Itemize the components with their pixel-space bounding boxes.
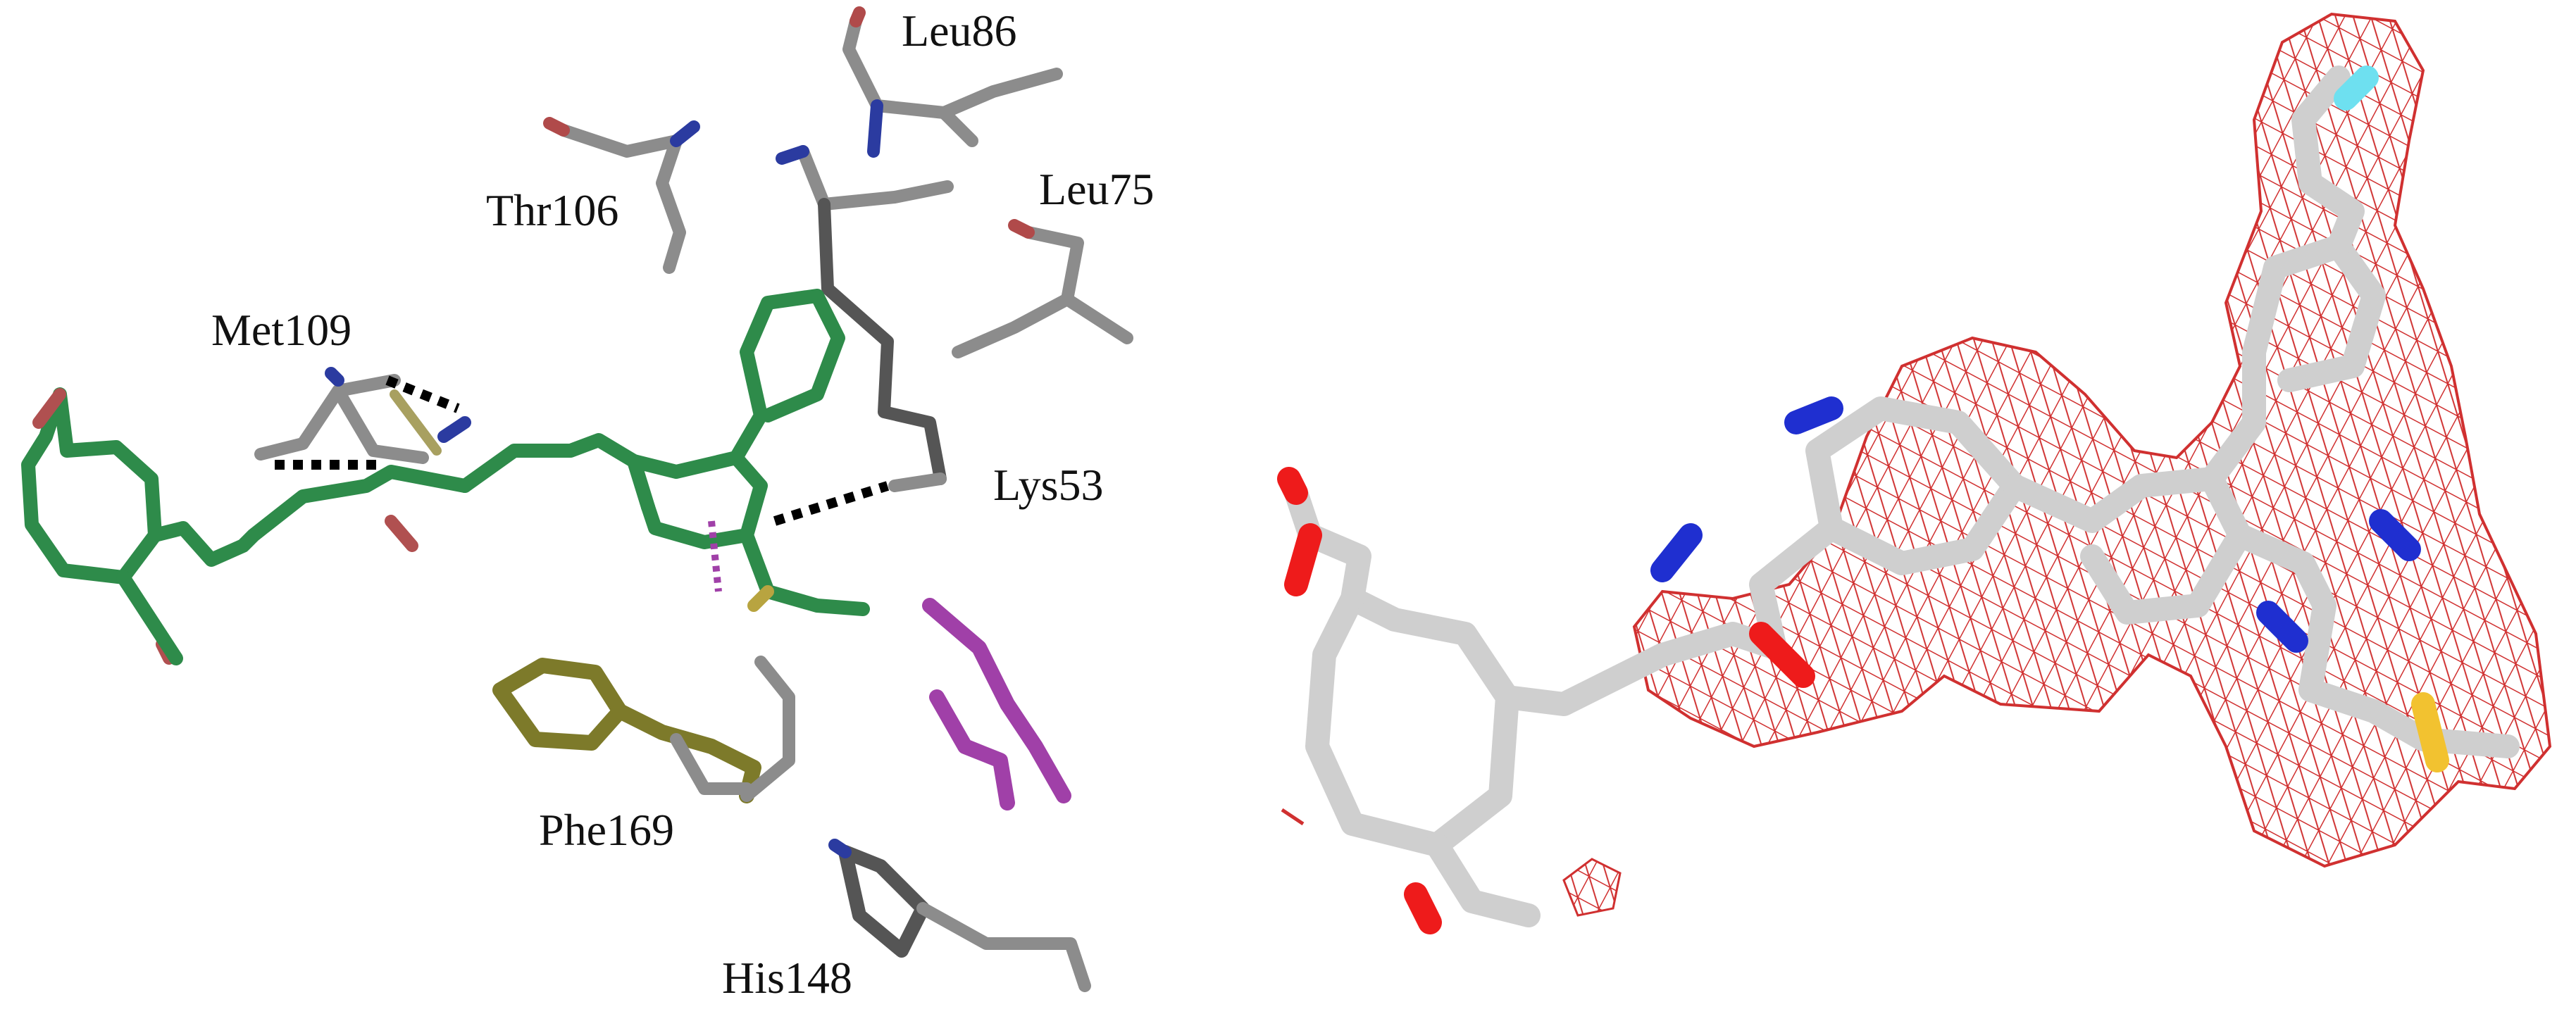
- residue-his148-sticks: [828, 839, 1091, 992]
- label-met109: Met109: [211, 305, 351, 355]
- residue-phe169-sticks: [492, 656, 795, 803]
- ligand-sticks: [21, 289, 870, 665]
- hydrogen-bonds: [275, 375, 890, 526]
- residue-leu75-sticks: [952, 219, 1133, 358]
- binding-site-panel: Leu86 Thr106 Leu75 Met109 Lys53 Phe169 H…: [0, 0, 1268, 1033]
- label-his148: His148: [722, 953, 852, 1003]
- label-lys53: Lys53: [993, 460, 1103, 510]
- binding-site-svg: Leu86 Thr106 Leu75 Met109 Lys53 Phe169 H…: [21, 6, 1155, 1003]
- label-thr106: Thr106: [486, 185, 618, 235]
- ligand-model-sticks: [1277, 65, 2520, 934]
- residue-thr106-sticks: [543, 117, 700, 274]
- label-phe169: Phe169: [539, 805, 674, 855]
- residue-leu86-sticks: [842, 6, 1063, 158]
- label-leu75: Leu75: [1039, 164, 1155, 214]
- pi-contact: [708, 520, 722, 592]
- label-leu86: Leu86: [902, 6, 1017, 56]
- residue-magenta-sticks: [922, 598, 1071, 810]
- residue-lys53-sticks: [776, 145, 954, 492]
- electron-density-svg: [1277, 12, 2552, 934]
- residue-met109-sticks: [254, 367, 442, 464]
- electron-density-panel: [1268, 0, 2576, 1033]
- density-mesh: [1281, 12, 2552, 917]
